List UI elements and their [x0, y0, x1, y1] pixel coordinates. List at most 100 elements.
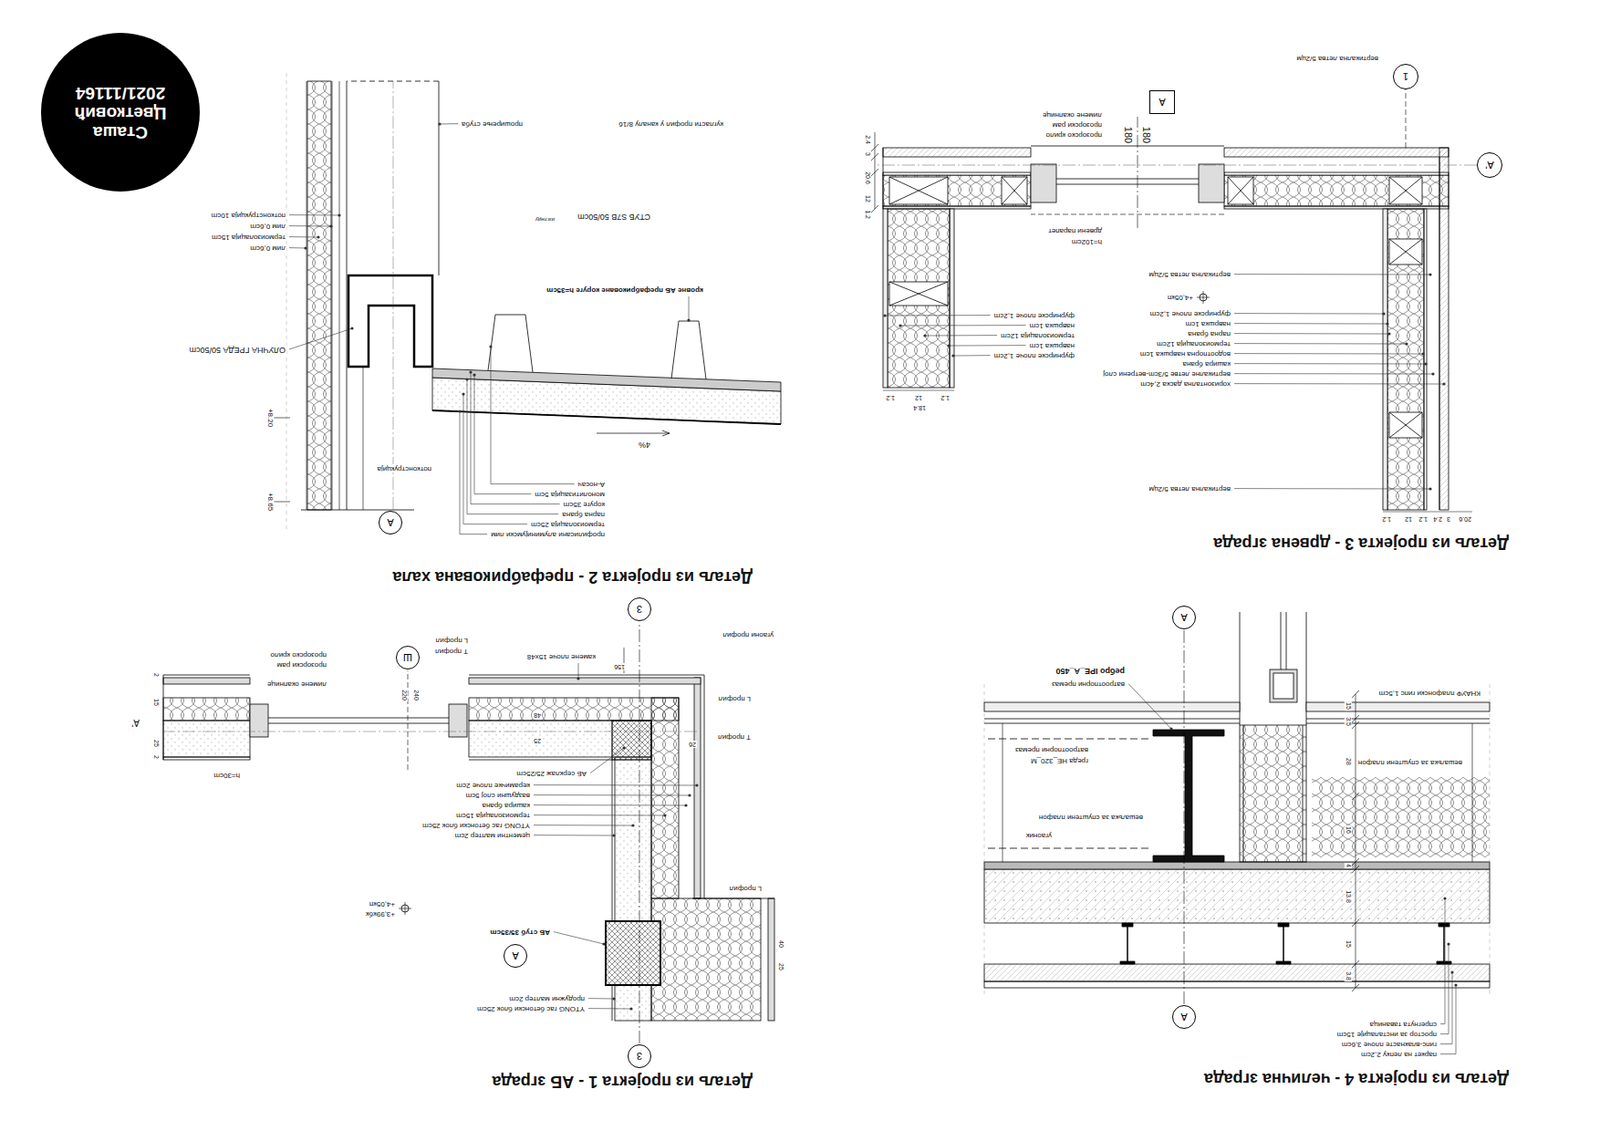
material-label: 12: [1403, 515, 1413, 523]
steel-building-detail-part: [1269, 669, 1298, 703]
material-label: прозорски рам: [1051, 120, 1103, 129]
axis-label: A': [1485, 159, 1494, 171]
leader-line: [533, 804, 686, 806]
leader-dot: [1442, 382, 1445, 385]
leader-line: [289, 247, 306, 249]
timber-building-detail-part-part: [1227, 176, 1254, 205]
steel-building-detail-part: [1273, 673, 1294, 699]
dimension-text: 2: [152, 672, 160, 678]
dimension-text: 4: [1344, 862, 1352, 869]
material-label: L профил: [717, 694, 752, 703]
leader-dot: [303, 246, 307, 250]
leader-dot: [1446, 942, 1450, 946]
leader-dot: [631, 823, 634, 827]
leader-dot: [602, 942, 605, 946]
dimension-text: 15: [1344, 939, 1352, 949]
leader-line: [1128, 684, 1172, 729]
leader-line: [459, 411, 488, 535]
leader-dot: [1431, 372, 1434, 375]
leader-line: [900, 324, 1027, 326]
prefab-hall-detail-part: [596, 430, 670, 437]
material-label: профилисани алуминијумски лим: [489, 529, 606, 539]
concrete-building-detail-part: [163, 675, 250, 760]
prefab-hall-detail-part: [432, 410, 781, 425]
material-label: АБ стуб 35/35cm: [488, 927, 551, 936]
material-label: парна брана: [561, 509, 606, 519]
dimension-text: +8.20: [266, 407, 275, 428]
steel-building-detail-part: [1280, 612, 1287, 670]
material-label: кашира брана: [481, 800, 531, 810]
leader-line: [470, 372, 561, 505]
steel-building-detail-part: [984, 964, 1490, 982]
detail-title: Детаљ из пројекта 4 - челична зграда: [1203, 1069, 1510, 1088]
leader-dot: [622, 746, 625, 749]
timber-building-detail-part-part: [889, 176, 948, 205]
prefab-hall-detail-part: [346, 81, 439, 510]
timber-building-detail-part: [1198, 164, 1225, 203]
material-label: лимене окапнице: [1041, 110, 1103, 119]
prefab-hall-detail-part: [306, 81, 340, 510]
material-label: A': [130, 717, 141, 728]
leader-line: [533, 784, 697, 786]
material-label: термоизолација 15cm: [455, 810, 531, 820]
leader-dot: [1421, 352, 1424, 355]
prefab-hall-detail-part: [301, 509, 415, 511]
axis-circle: 3: [627, 1044, 652, 1069]
timber-building-detail-part: [1224, 172, 1449, 176]
leader-line: [1234, 332, 1390, 334]
detail-title: Детаљ из пројекта 3 - дрвена зграда: [1212, 533, 1510, 552]
dimension-text: 12: [863, 194, 872, 204]
timber-building-detail-part: [883, 175, 1031, 207]
material-label: простор за инсталације 15cm: [1336, 1029, 1438, 1039]
prefab-hall-detail-part: [307, 81, 332, 510]
material-label: водоотпорна навршка 1cm: [1139, 349, 1232, 358]
leader-line: [533, 814, 665, 816]
detail-title: Детаљ из пројекта 1 - АБ зграда: [490, 1071, 754, 1091]
material-label: навршка 1cm: [1184, 319, 1232, 328]
leader-line: [533, 824, 634, 826]
dimension-text: 13.8: [1344, 889, 1352, 904]
dimension-text: 3.5: [1344, 716, 1352, 728]
timber-building-detail-part: [1224, 175, 1449, 207]
material-label: ватроотпорни премаз: [1050, 679, 1126, 688]
dimension-text: 15: [152, 697, 160, 707]
dimension-text: 25: [777, 962, 785, 972]
leader-line: [1234, 488, 1431, 489]
material-label: T профил: [434, 646, 469, 655]
material-label: монолитизација 5cm: [533, 489, 606, 499]
material-label: 156: [612, 663, 626, 671]
leader-dot: [468, 370, 472, 374]
leader-dot: [576, 676, 580, 680]
steel-building-detail-part: [1153, 729, 1225, 863]
material-label: вешаљка за спуштени плафон: [1038, 812, 1144, 821]
concrete-building-detail-part: [768, 898, 775, 1021]
material-label: вертикална летва 5/2цм: [1148, 270, 1232, 279]
leader-dot: [437, 122, 441, 125]
timber-building-detail-part-part: [1389, 238, 1423, 265]
timber-building-detail-part-part: [1001, 176, 1028, 205]
dimension-text: 16: [1344, 825, 1352, 835]
leader-line: [953, 354, 991, 356]
leader-dot: [1423, 362, 1427, 365]
material-label: угаони профил: [721, 630, 775, 639]
dimension-text: 220: [400, 688, 408, 702]
material-label: T профил: [716, 732, 752, 741]
concrete-building-detail-part: [694, 677, 701, 899]
leader-line: [1440, 944, 1449, 1035]
material-label: h=102cm: [1070, 237, 1103, 246]
material-label: 1.2: [939, 394, 951, 402]
prefab-hall-detail-part: [348, 275, 433, 367]
leader-dot: [465, 377, 468, 381]
material-label: фурнирске плоче 1,2cm: [1149, 309, 1232, 318]
leader-line: [1234, 312, 1384, 314]
material-label: 12: [914, 394, 924, 402]
leader-dot: [1381, 311, 1385, 315]
material-label: навршка 1cm: [1028, 321, 1076, 330]
timber-building-detail-part: [1405, 89, 1407, 148]
axis-label: 1: [1402, 71, 1409, 83]
leader-line: [439, 123, 458, 125]
dimension-text: 20.6: [863, 170, 872, 186]
